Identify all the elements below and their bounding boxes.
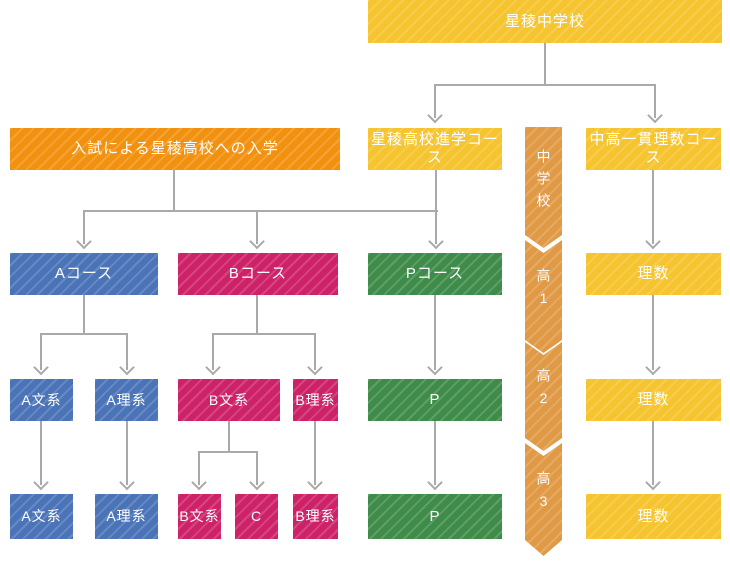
arrow-connector	[434, 421, 436, 485]
arrow-connector	[434, 295, 436, 370]
node-c-h3: C	[235, 494, 278, 539]
banner-label: 中学校	[535, 148, 552, 215]
node-b-rikei-h2: B理系	[293, 379, 338, 421]
arrow-connector	[652, 170, 654, 244]
banner-high1: 高1	[525, 240, 562, 353]
arrow-connector	[256, 451, 258, 485]
connector	[256, 295, 258, 335]
banner-high3: 高3	[525, 443, 562, 556]
arrow-connector	[435, 170, 437, 244]
arrow-connector	[83, 210, 85, 244]
banner-label: 高3	[535, 470, 552, 517]
arrow-connector	[126, 421, 128, 485]
arrow-connector	[314, 333, 316, 370]
arrow-connector	[314, 421, 316, 485]
arrow-connector	[198, 451, 200, 485]
banner-high2: 高2	[525, 342, 562, 451]
node-p-h2: P	[368, 379, 502, 421]
arrow-connector	[40, 333, 42, 370]
connector	[544, 43, 546, 85]
node-ikkan-risu-course: 中高一貫理数コース	[586, 128, 721, 170]
node-risu-h3: 理数	[586, 494, 721, 539]
node-a-rikei-h3: A理系	[95, 494, 158, 539]
node-a-bunkei-h3: A文系	[10, 494, 73, 539]
connector	[198, 451, 258, 453]
node-b-bunkei-h2: B文系	[178, 379, 280, 421]
arrow-connector	[40, 421, 42, 485]
arrow-connector	[652, 421, 654, 485]
connector	[434, 84, 656, 86]
banner-label: 高2	[535, 367, 552, 414]
banner-label: 高1	[535, 267, 552, 314]
node-a-course: Aコース	[10, 253, 158, 295]
node-risu-h2: 理数	[586, 379, 721, 421]
arrow-connector	[126, 333, 128, 370]
banner-junior-high: 中学校	[525, 127, 562, 248]
connector	[83, 210, 438, 212]
node-b-bunkei-h3: B文系	[178, 494, 221, 539]
connector	[83, 295, 85, 335]
node-a-rikei-h2: A理系	[95, 379, 158, 421]
node-b-rikei-h3: B理系	[293, 494, 338, 539]
connector	[40, 333, 128, 335]
node-seiryo-junior-high-school: 星稜中学校	[368, 0, 722, 43]
connector	[228, 421, 230, 453]
node-a-bunkei-h2: A文系	[10, 379, 73, 421]
connector	[212, 333, 316, 335]
node-b-course: Bコース	[178, 253, 338, 295]
node-risu-h1: 理数	[586, 253, 721, 295]
node-exam-entry: 入試による星稜高校への入学	[10, 128, 340, 170]
arrow-connector	[654, 84, 656, 118]
arrow-connector	[212, 333, 214, 370]
arrow-connector	[256, 210, 258, 244]
node-p-course: Pコース	[368, 253, 502, 295]
arrow-connector	[652, 295, 654, 370]
arrow-connector	[434, 84, 436, 118]
node-p-h3: P	[368, 494, 502, 539]
node-shingaku-course: 星稜高校進学コース	[368, 128, 502, 170]
connector	[173, 170, 175, 212]
